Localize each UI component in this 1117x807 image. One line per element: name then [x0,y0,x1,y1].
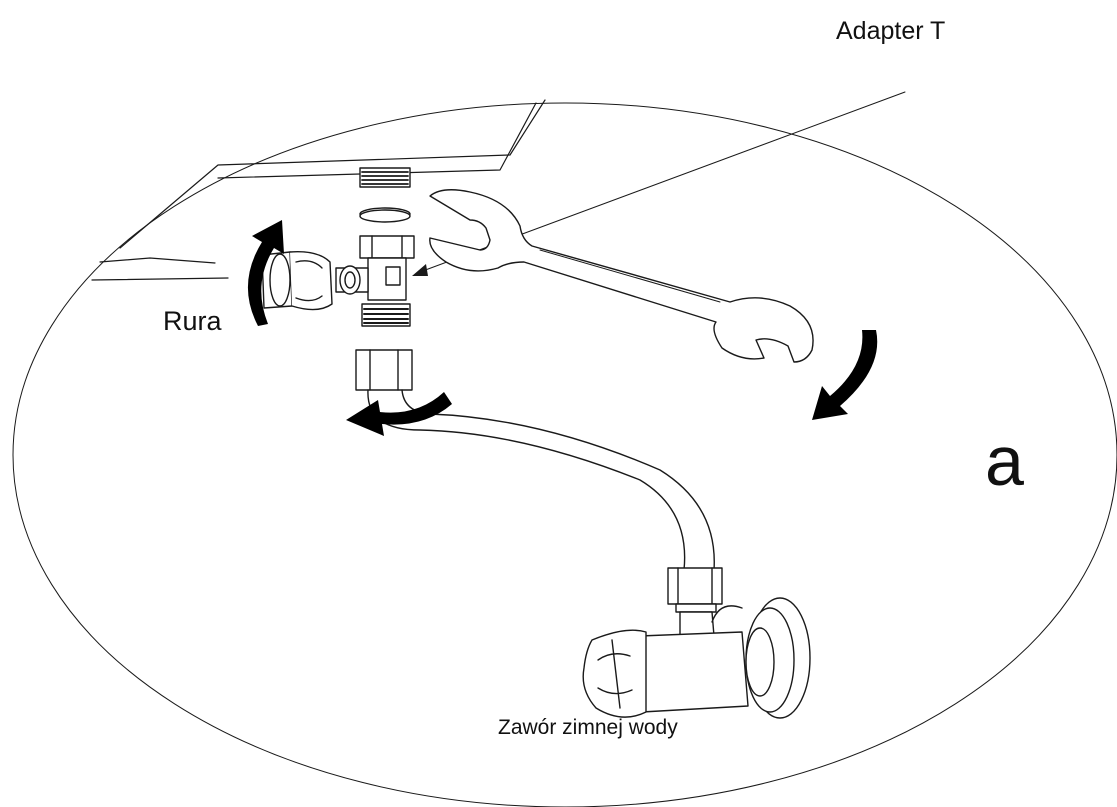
washer [359,207,411,223]
flexible-hose [355,349,715,571]
threaded-spigot [359,167,411,188]
valve-label: Zawór zimnej wody [498,716,678,739]
angle-valve [582,567,811,719]
wrench-icon [429,189,814,363]
sink-outline [91,99,546,281]
detail-ellipse [12,102,1117,807]
pipe-nut [261,251,333,311]
curved-arrow-icon [247,220,878,436]
tee-adapter [335,235,415,327]
adapter-label: Adapter T [836,17,946,45]
pipe-label: Rura [163,306,222,336]
step-letter: a [985,422,1024,500]
leader-arrowhead [412,264,428,276]
